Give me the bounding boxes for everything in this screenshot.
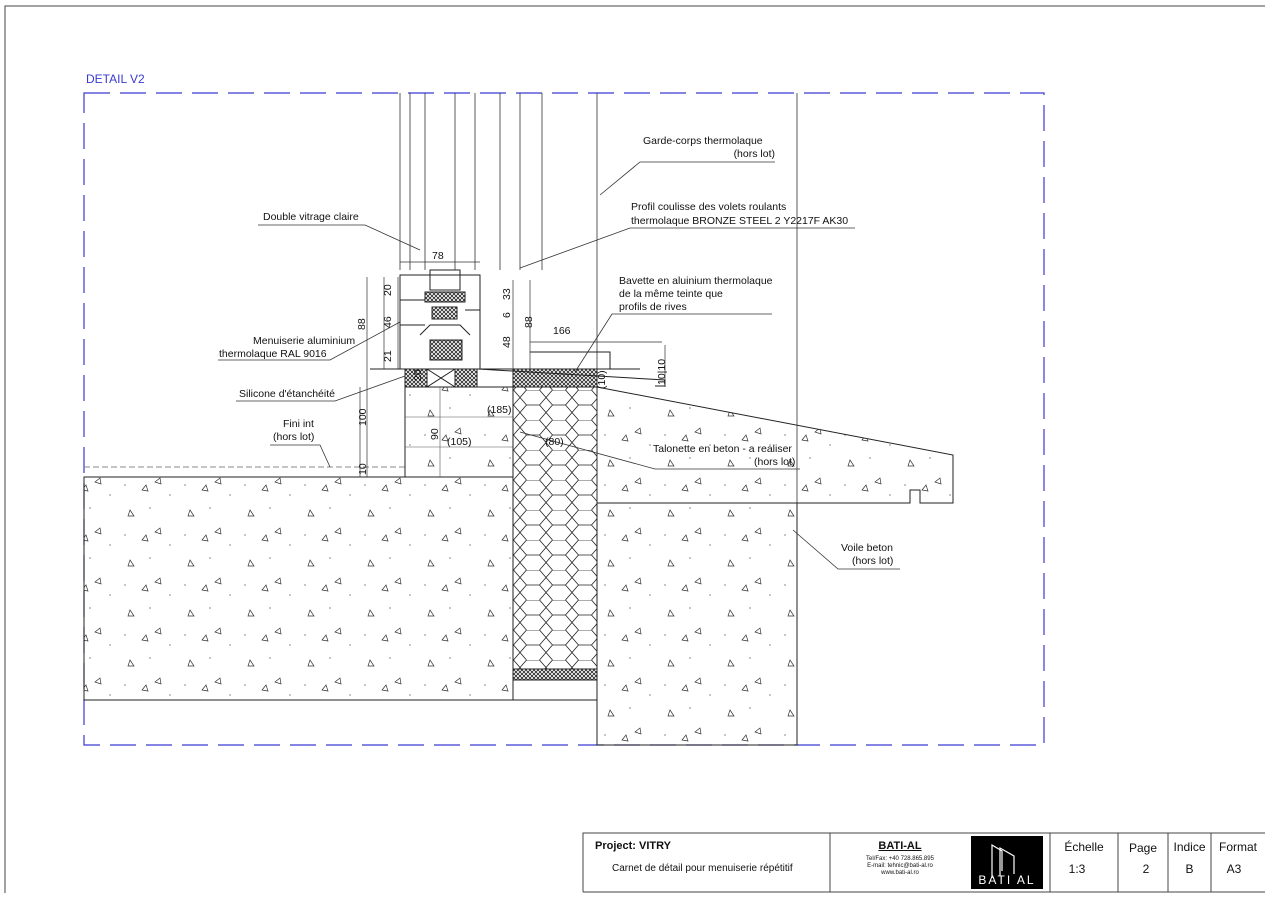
dim-20b: 20	[412, 369, 424, 381]
concrete-block	[404, 386, 514, 478]
dim-46: 46	[382, 316, 394, 328]
label-profil: Profil coulisse des volets roulants	[631, 201, 786, 213]
dim-10-paren: (10)	[596, 370, 608, 389]
label-bavette-2: de la même teinte que	[619, 288, 723, 300]
label-bavette-3: profils de rives	[619, 301, 687, 313]
dim-185: (185)	[487, 404, 512, 416]
page-value: 2	[1142, 862, 1150, 876]
label-fini-int-2: (hors lot)	[273, 431, 314, 443]
echelle-value: 1:3	[1068, 862, 1086, 876]
label-garde-corps: Garde-corps thermolaque	[643, 135, 763, 147]
floor-slab	[83, 476, 514, 701]
label-garde-corps-note: (hors lot)	[734, 148, 775, 160]
dim-166: 166	[553, 325, 571, 337]
dim-20: 20	[382, 284, 394, 296]
logo-text: BATI AL	[978, 873, 1036, 887]
project-line: Project: VITRY	[595, 840, 671, 852]
dim-100: 100	[357, 408, 369, 426]
bati-al-logo	[971, 836, 1043, 889]
dim-105: (105)	[447, 436, 472, 448]
company-tel: Tel/Fax: +40 728.865.895	[866, 856, 934, 862]
dim-80: (80)	[545, 436, 564, 448]
dim-33: 33	[501, 288, 513, 300]
format-label: Format	[1218, 840, 1257, 854]
label-silicone: Silicone d'étanchéité	[239, 388, 335, 400]
label-menuiserie: Menuiserie aluminium	[253, 335, 355, 347]
indice-label: Indice	[1173, 840, 1206, 854]
project-description: Carnet de détail pour menuiserie répétit…	[612, 863, 793, 874]
dim-10: 10	[357, 463, 369, 475]
company-web[interactable]: www.bati-al.ro	[881, 870, 919, 876]
indice-value: B	[1185, 862, 1194, 876]
label-voile-2: (hors lot)	[852, 555, 893, 567]
format-value: A3	[1226, 862, 1242, 876]
title-block-frame	[582, 832, 1265, 893]
dim-10-10: 10|10	[656, 359, 668, 385]
detail-frame	[83, 92, 1045, 746]
label-menuiserie-2: thermolaque RAL 9016	[219, 348, 327, 360]
label-talonette-2: (hors lot)	[754, 456, 795, 468]
insulation	[512, 386, 598, 670]
label-fini-int: Fini int	[283, 418, 314, 430]
dim-88b: 88	[523, 316, 535, 328]
dim-48: 48	[501, 336, 513, 348]
dim-90: 90	[429, 428, 441, 440]
label-voile: Voile beton	[841, 542, 893, 554]
company-email[interactable]: E-mail: tehnic@bati-al.ro	[867, 863, 933, 869]
company-name: BATI-AL	[878, 840, 922, 852]
label-double-vitrage: Double vitrage claire	[263, 211, 359, 223]
label-bavette: Bavette en aluinium thermolaque	[619, 275, 773, 287]
echelle-label: Échelle	[1064, 840, 1104, 854]
project-name: VITRY	[639, 840, 672, 852]
dim-21: 21	[382, 350, 394, 362]
dim-6: 6	[501, 312, 513, 318]
company-contact: Tel/Fax: +40 728.865.895 E-mail: tehnic@…	[845, 856, 955, 877]
voile-beton	[596, 502, 798, 746]
dim-78: 78	[432, 250, 444, 262]
label-profil-2: thermolaque BRONZE STEEL 2 Y2217F AK30	[631, 215, 848, 227]
dim-88a: 88	[356, 318, 368, 330]
detail-title: DETAIL V2	[86, 72, 145, 86]
page-label: Page	[1128, 841, 1158, 855]
label-talonette: Talonette en beton - a realiser	[653, 443, 792, 455]
sheet-border	[4, 5, 1265, 893]
project-label: Project:	[595, 840, 636, 852]
